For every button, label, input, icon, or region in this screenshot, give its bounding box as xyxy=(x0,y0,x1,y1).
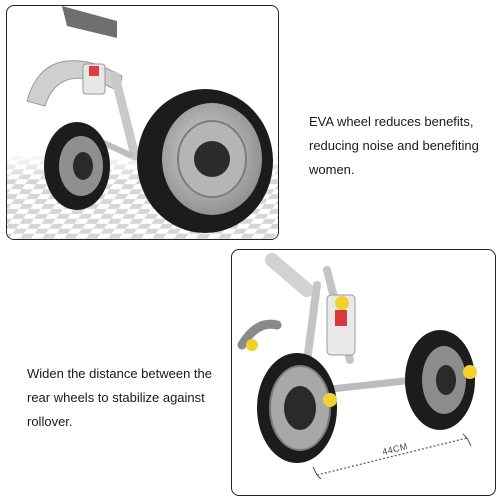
caption-line: rear wheels to stabilize against xyxy=(27,390,205,405)
frame-joint xyxy=(82,63,106,95)
caption-line: women. xyxy=(309,162,355,177)
frame-tube xyxy=(265,253,314,297)
caption-line: Widen the distance between the xyxy=(27,366,213,381)
fork-tube xyxy=(110,71,140,161)
rear-wheels-caption: Widen the distance between the rear whee… xyxy=(27,362,222,434)
highlight-dot xyxy=(335,296,349,310)
measurement-ruler xyxy=(312,433,472,480)
highlight-dot xyxy=(463,365,477,379)
caption-line: rollover. xyxy=(27,414,73,429)
eva-wheel-photo-panel xyxy=(6,5,279,240)
rear-wheels-photo xyxy=(237,253,477,480)
eva-wheel-photo xyxy=(7,6,278,239)
wheel-axle-cap xyxy=(194,141,230,177)
highlight-dot xyxy=(323,393,337,407)
caption-line: EVA wheel reduces benefits, xyxy=(309,114,474,129)
frame-tube xyxy=(26,60,123,107)
handle-bar xyxy=(62,6,117,38)
rear-wheels-photo-panel xyxy=(231,249,496,496)
caption-line: reducing noise and benefiting xyxy=(309,138,479,153)
eva-wheel-caption: EVA wheel reduces benefits, reducing noi… xyxy=(309,110,494,182)
highlight-dot xyxy=(246,339,258,351)
